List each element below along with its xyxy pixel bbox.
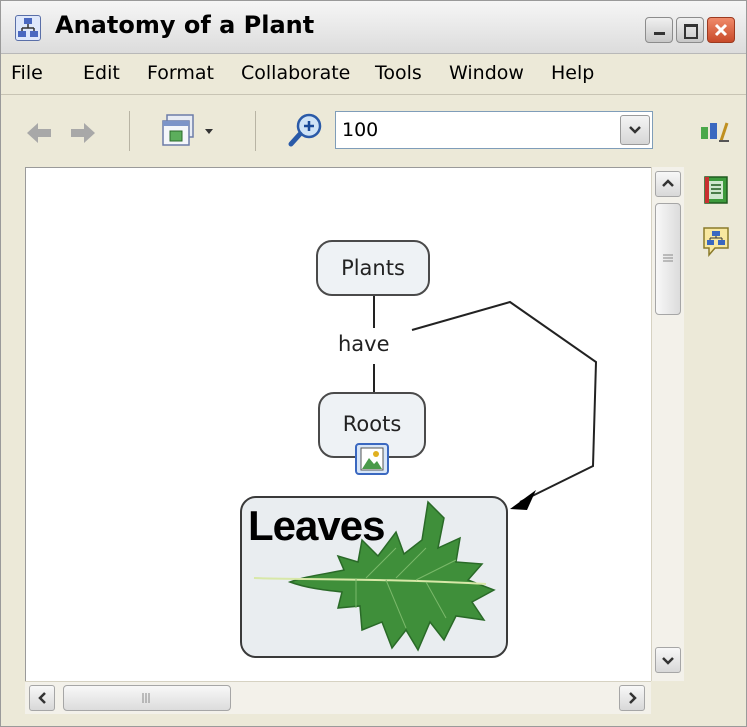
menu-format[interactable]: Format xyxy=(147,62,214,84)
menu-collaborate[interactable]: Collaborate xyxy=(241,62,351,84)
horizontal-scroll-thumb[interactable] xyxy=(63,685,231,711)
chevron-up-icon xyxy=(662,179,674,187)
leaf-image xyxy=(253,500,496,652)
menu-edit[interactable]: Edit xyxy=(83,62,120,84)
vertical-scrollbar[interactable] xyxy=(651,167,684,681)
scrollbar-corner xyxy=(651,681,683,713)
scroll-up-button[interactable] xyxy=(655,171,681,197)
zoom-dropdown-button[interactable] xyxy=(620,115,650,145)
concept-label: Plants xyxy=(341,256,405,280)
concept-map-canvas[interactable]: Plants have Roots Leaves xyxy=(25,167,652,682)
maximize-button[interactable] xyxy=(676,17,704,43)
concept-leaves[interactable]: Leaves xyxy=(240,496,508,658)
scroll-left-button[interactable] xyxy=(29,685,55,711)
title-bar[interactable]: Anatomy of a Plant xyxy=(1,1,746,54)
vertical-scroll-thumb[interactable] xyxy=(655,203,681,315)
views-dropdown-icon[interactable] xyxy=(161,113,225,149)
horizontal-scrollbar[interactable] xyxy=(25,681,651,714)
window-title: Anatomy of a Plant xyxy=(55,11,315,39)
chevron-left-icon xyxy=(38,692,46,704)
menu-window[interactable]: Window xyxy=(449,62,524,84)
back-arrow-icon[interactable] xyxy=(25,121,53,145)
maximize-icon xyxy=(684,24,698,39)
scroll-down-button[interactable] xyxy=(655,647,681,673)
styles-palette-icon[interactable] xyxy=(699,119,731,145)
document-icon[interactable] xyxy=(703,175,729,205)
menu-help[interactable]: Help xyxy=(551,62,595,84)
concept-plants[interactable]: Plants xyxy=(316,240,430,296)
scroll-right-button[interactable] xyxy=(619,685,645,711)
toolbar-separator xyxy=(129,111,130,151)
zoom-input[interactable]: 100 xyxy=(335,111,653,149)
connection-lines xyxy=(373,296,598,510)
concept-map-app-icon xyxy=(15,15,41,41)
menu-file[interactable]: File xyxy=(11,62,43,84)
zoom-value: 100 xyxy=(342,119,379,141)
close-icon xyxy=(714,23,728,37)
chevron-down-icon xyxy=(662,657,674,665)
minimize-icon xyxy=(654,32,665,35)
chevron-down-icon xyxy=(629,126,641,134)
side-tool-column xyxy=(687,95,745,695)
chevron-right-icon xyxy=(629,692,637,704)
menu-tools[interactable]: Tools xyxy=(375,62,422,84)
concept-map-balloon-icon[interactable] xyxy=(701,225,731,257)
toolbar-separator xyxy=(255,111,256,151)
concept-label: Roots xyxy=(342,412,402,436)
minimize-button[interactable] xyxy=(645,17,673,43)
image-resource-icon[interactable] xyxy=(355,443,389,475)
forward-arrow-icon[interactable] xyxy=(69,121,97,145)
linking-phrase[interactable]: have xyxy=(338,332,390,356)
zoom-in-icon[interactable] xyxy=(287,111,327,149)
grip-icon xyxy=(663,254,673,262)
grip-icon xyxy=(142,693,150,703)
close-button[interactable] xyxy=(707,17,735,43)
menu-bar: File Edit Format Collaborate Tools Windo… xyxy=(1,54,746,95)
